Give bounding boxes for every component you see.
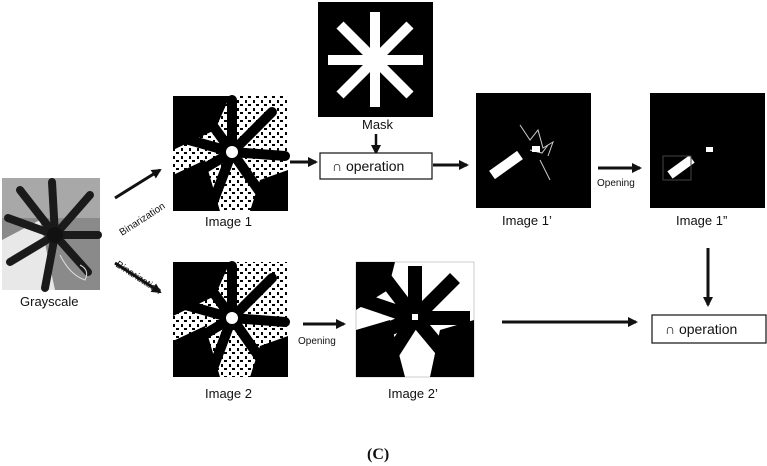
- binarization-top-label: Binarization: [118, 201, 168, 239]
- image1-prime: [476, 93, 591, 208]
- intersect-op-top: [319, 152, 433, 180]
- opening-top-label: Opening: [597, 178, 635, 189]
- image2-binary: [173, 261, 290, 377]
- image1-label: Image 1: [205, 214, 252, 229]
- binarization-bottom-label: Binarization: [113, 259, 163, 297]
- intersect-op-bottom-label: ∩ operation: [665, 321, 737, 337]
- image2-prime: [355, 261, 475, 378]
- image1-prime-label: Image 1’: [502, 213, 552, 228]
- mask-label: Mask: [362, 117, 394, 132]
- opening-bottom-label: Opening: [298, 336, 336, 347]
- mask-image: [318, 2, 433, 117]
- binarization-bottom-arrow: [114, 261, 162, 294]
- image1-binary: [173, 95, 290, 211]
- image1-double-prime: [650, 93, 765, 208]
- intersect-op-bottom: [651, 314, 767, 344]
- grayscale-label: Grayscale: [20, 294, 79, 309]
- image2-label: Image 2: [205, 386, 252, 401]
- panel-label: (C): [367, 446, 389, 463]
- image1-double-prime-label: Image 1”: [676, 213, 727, 228]
- binarization-top-arrow: [114, 168, 162, 200]
- image2-prime-label: Image 2’: [388, 386, 438, 401]
- grayscale-image: [2, 178, 102, 292]
- intersect-op-top-label: ∩ operation: [332, 158, 404, 174]
